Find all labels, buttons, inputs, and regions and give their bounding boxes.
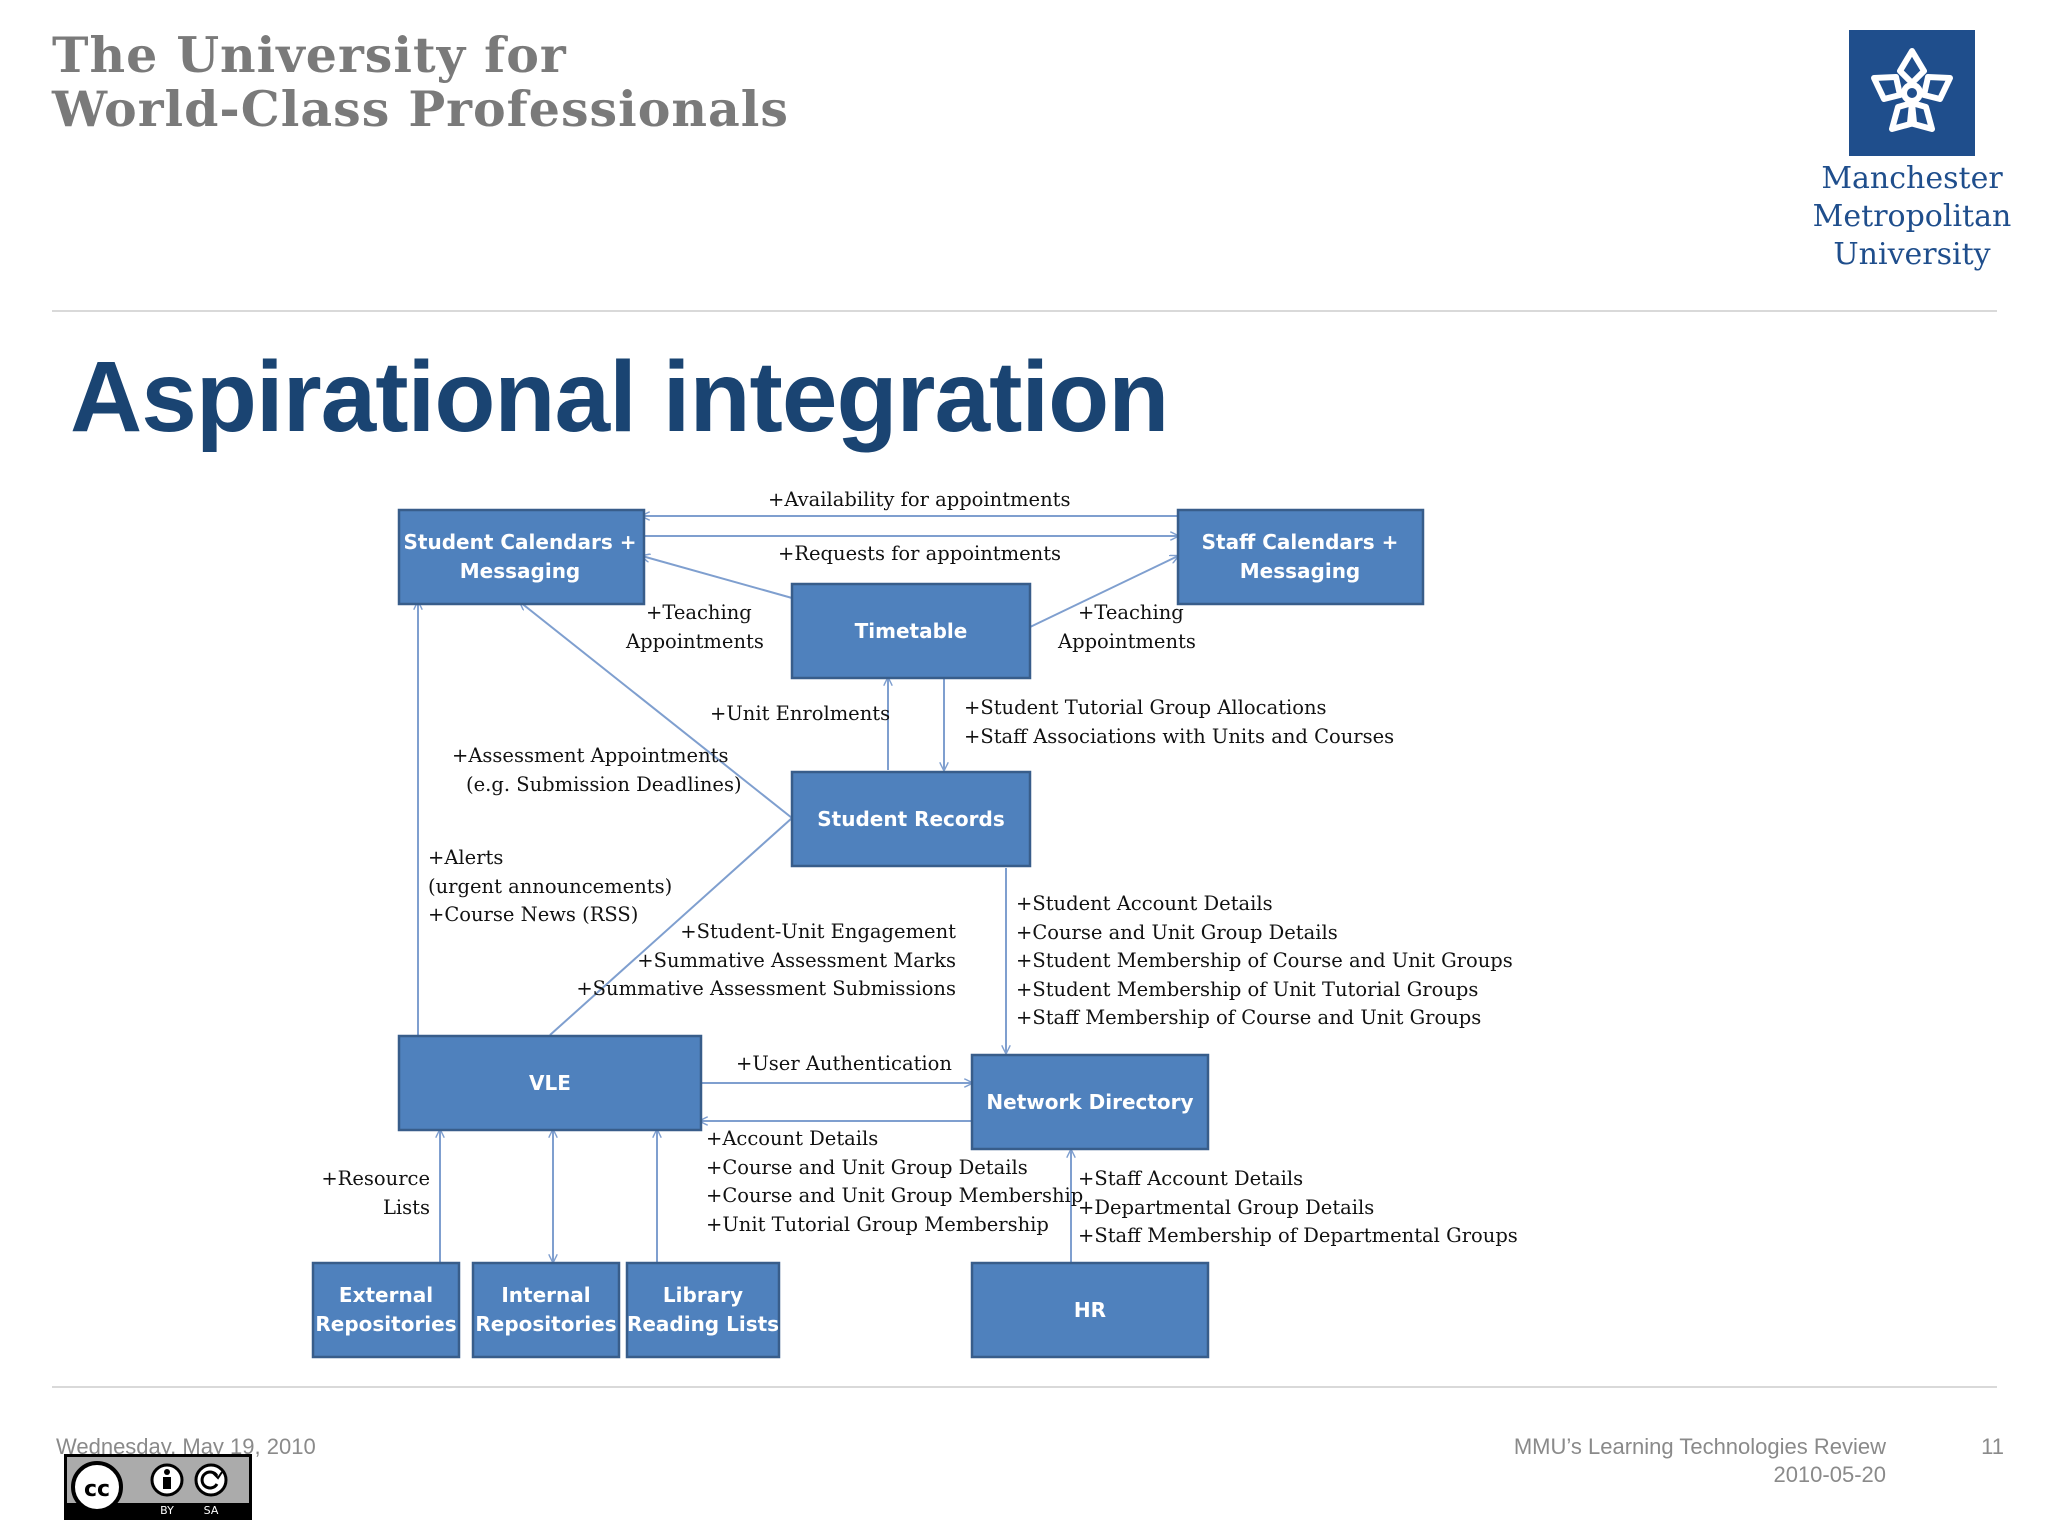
edge-assessment [520,602,793,819]
cc-license-badge: cc BY SA [64,1454,252,1520]
node-label: Messaging [460,559,581,583]
edge-label: +Availability for appointments [768,488,1071,511]
edge-label: Lists [383,1196,430,1219]
footer-review-date: 2010-05-20 [1773,1462,1886,1487]
node-label: Student Records [817,807,1005,831]
edge-label: +Alerts [428,846,503,869]
node-label: Internal [501,1283,590,1307]
node-library-reading-lists [625,1261,781,1359]
node-student-calendars [397,508,646,606]
node-vle [397,1034,703,1132]
footer-review-title: MMU’s Learning Technologies Review [1513,1434,1886,1459]
node-label: HR [1074,1298,1106,1322]
logo-name-line-2: Metropolitan [1812,199,2012,234]
edge-label: +Summative Assessment Submissions [576,977,956,1000]
node-label: Repositories [475,1312,616,1336]
edge-label: +Course News (RSS) [428,903,638,926]
tagline-line-1: The University for [52,26,567,84]
edge-label: +Teaching [646,601,752,624]
edge-label: +Unit Enrolments [710,702,890,725]
license-sa-label: SA [204,1504,219,1517]
cc-icon: cc [71,1461,123,1513]
edge-label: +Course and Unit Group Details [1016,921,1338,944]
edge-engagement [549,817,793,1036]
edge-label: +Assessment Appointments [452,744,728,767]
edge-label: Appointments [625,630,764,653]
edge-label: +Summative Assessment Marks [637,949,956,972]
edge-label: +Unit Tutorial Group Membership [706,1213,1049,1236]
edge-label: +User Authentication [736,1052,952,1075]
logo-name-line-1: Manchester [1821,161,2003,196]
edge-teaching-left [642,556,793,599]
edge-label: +Account Details [706,1127,878,1150]
university-tagline: The University for World-Class Professio… [52,28,789,136]
attribution-icon [150,1463,184,1497]
node-label: Student Calendars + [404,530,637,554]
edge-label: +Student Membership of Course and Unit G… [1016,949,1513,972]
node-staff-calendars [1176,508,1425,606]
tagline-line-2: World-Class Professionals [52,80,789,138]
logo-name-line-3: University [1833,237,1991,272]
edge-label: +Student Account Details [1016,892,1273,915]
mmu-logo: Manchester Metropolitan University [1812,30,2012,270]
license-by-label: BY [160,1504,174,1517]
edge-label: +Teaching [1078,601,1184,624]
edge-label: Appointments [1057,630,1196,653]
node-label: Reading Lists [627,1312,779,1336]
node-label: Repositories [315,1312,456,1336]
node-label: VLE [529,1071,571,1095]
mmu-emblem-icon [1849,30,1975,156]
edge-label: (urgent announcements) [428,875,672,898]
node-label: Timetable [855,619,968,643]
node-internal-repositories [471,1261,621,1359]
edge-label: +Staff Account Details [1078,1167,1303,1190]
node-label: Messaging [1240,559,1361,583]
edge-label: +Student Membership of Unit Tutorial Gro… [1016,978,1478,1001]
edge-label: +Course and Unit Group Membership [706,1184,1083,1207]
edge-label: +Student-Unit Engagement [680,920,956,943]
node-student-records [790,770,1032,868]
node-label: Staff Calendars + [1202,530,1399,554]
edge-label: +Staff Associations with Units and Cours… [964,725,1394,748]
edge-label: +Resource [321,1167,430,1190]
edge-label: +Staff Membership of Departmental Groups [1078,1224,1518,1247]
node-label: Network Directory [986,1090,1193,1114]
node-external-repositories [311,1261,461,1359]
header-divider [52,310,1997,312]
slide-title: Aspirational integration [70,341,1169,453]
edge-label: +Staff Membership of Course and Unit Gro… [1016,1006,1481,1029]
edge-label: +Departmental Group Details [1078,1196,1374,1219]
node-network-directory [970,1053,1210,1151]
edge-label: (e.g. Submission Deadlines) [466,773,742,796]
edge-label: +Course and Unit Group Details [706,1156,1028,1179]
node-timetable [790,582,1032,680]
footer-divider [52,1386,1997,1388]
share-alike-icon [194,1463,228,1497]
node-label: External [339,1283,433,1307]
edge-label: +Student Tutorial Group Allocations [964,696,1327,719]
node-label: Library [663,1283,743,1307]
node-hr [970,1261,1210,1359]
page-number: 11 [1981,1434,2004,1459]
edge-teaching-right [1027,556,1178,629]
svg-text:cc: cc [84,1477,110,1502]
edge-label: +Requests for appointments [778,542,1061,565]
